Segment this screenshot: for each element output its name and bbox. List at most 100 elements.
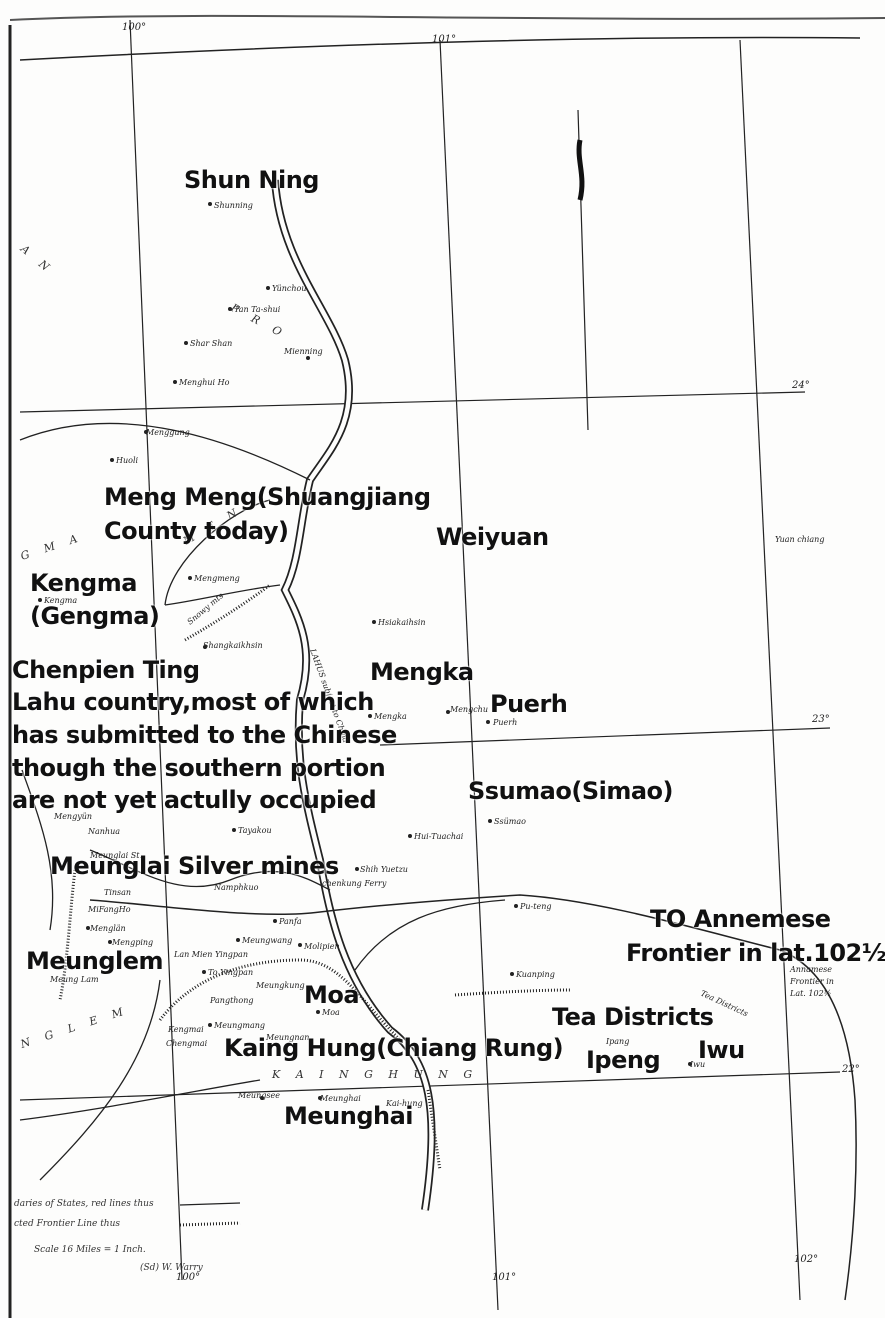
map-text-kengma: Kengma (43, 596, 77, 605)
overlay-iwu: Iwu (698, 1036, 745, 1064)
boundary-8 (39, 979, 161, 1181)
map-text-meunglai-small: Meunglai St. (89, 851, 142, 860)
lat-23-label: 23° (811, 714, 830, 725)
map-text-meungkung: Meungkung (255, 981, 305, 990)
map-text-chengmai: Chengmai (166, 1039, 208, 1048)
map-text-lanmien: Lan Mien Yingpan (173, 950, 248, 959)
meridian-100 (129, 19, 183, 1281)
overlay-chenpien-line5: are not yet actully occupied (12, 786, 377, 814)
legend-frontier: cted Frontier Line thus (14, 1219, 120, 1229)
map-text-meunglam: Meung Lam (49, 975, 99, 984)
legend-scale: Scale 16 Miles = 1 Inch. (34, 1245, 146, 1255)
map-text-ipang: Ipang (605, 1037, 629, 1046)
boundary-2 (164, 499, 271, 606)
map-text-annamese-3: Lat. 102½ (789, 989, 831, 998)
map-text-tinsan: Tinsan (104, 888, 131, 897)
parallel-24 (19, 391, 806, 413)
overlay-meunglem: Meunglem (26, 947, 164, 975)
overlay-meunghai: Meunghai (284, 1102, 414, 1130)
boundary-6 (89, 894, 857, 1301)
map-text-meunghai: Meunghai (319, 1094, 361, 1103)
boundary-5 (89, 849, 331, 891)
boundary-4 (21, 769, 54, 931)
map-text-meungmang: Meungmang (213, 1021, 265, 1030)
map-text-meungnan: Meungnan (265, 1033, 309, 1042)
map-text-mienning: Mienning (283, 347, 323, 356)
map-text-yuanchiang: Yuan chiang (775, 535, 824, 544)
overlay-chenpien-line1: Chenpien Ting (12, 656, 200, 684)
map-text-huoli: Huoli (115, 456, 139, 465)
map-text-huichachai: Hui-Tuachai (413, 832, 464, 841)
lon-102-label: 102° (794, 1254, 818, 1265)
overlay-chenpien-line2: Lahu country,most of which (12, 688, 374, 716)
map-text-namphkuo: Namphkuo (213, 883, 259, 892)
map-text-mengping: Mengping (111, 938, 153, 947)
frontier-line-2 (158, 958, 402, 1042)
map-text-yunchou: Yünchou (272, 284, 307, 293)
overlay-ipeng: Ipeng (586, 1046, 661, 1074)
top-edge (9, 14, 885, 21)
boundary-9 (19, 1079, 261, 1121)
meridian-102 (739, 39, 801, 1301)
ink-mark (576, 139, 585, 201)
map-text-annamese-1: Annamese (789, 965, 832, 974)
overlay-puerh: Puerh (490, 690, 568, 718)
overlay-kaing-hung: Kaing Hung(Chiang Rung) (224, 1034, 564, 1062)
map-text-hsiakaihsin: Hsiakaihsin (377, 618, 426, 627)
map-text-menglan: Menglän (89, 924, 126, 933)
overlay-meng-meng-line1: Meng Meng(Shuangjiang (104, 483, 431, 511)
map-text-pangthong: Pangthong (209, 996, 254, 1005)
map-text-mifangho: MiFangHo (87, 905, 131, 914)
map-text-puerh: Puerh (492, 718, 517, 727)
map-text-kaihung: Kai-hung (385, 1099, 423, 1108)
legend-boundary-sample (179, 1202, 241, 1206)
map-text-kuanping: Kuanping (515, 970, 555, 979)
legend-boundaries: daries of States, red lines thus (14, 1199, 154, 1209)
map-text-ssumao: Ssümao (494, 817, 526, 826)
overlay-moa: Moa (304, 981, 360, 1009)
map-text-menghuiho: Menghui Ho (178, 378, 230, 387)
map-text-panfa: Panfa (278, 917, 302, 926)
map-text-shar-shan: Shar Shan (190, 339, 232, 348)
map-text-tanta-shui: Tan Ta-shui (234, 305, 281, 314)
map-text-mengmeng: Mengmeng (193, 574, 240, 583)
lon-101-bottom-label: 101° (492, 1272, 516, 1283)
overlay-ssumao: Ssumao(Simao) (468, 777, 674, 805)
lon-101-top-label: 101° (432, 34, 456, 45)
lon-100-label: 100° (122, 22, 146, 33)
boundary-1 (19, 422, 311, 481)
overlay-mengka: Mengka (370, 658, 474, 686)
lat-24-label: 24° (791, 380, 810, 391)
overlay-chenpien-line4: though the southern portion (12, 754, 386, 782)
lon-100-bottom-label: 100° (176, 1272, 200, 1283)
overlay-meng-meng-line2: County today) (104, 517, 289, 545)
settlement-dots (38, 202, 692, 1100)
map-text-mengka: Mengka (373, 712, 407, 721)
meridian-101 (439, 39, 499, 1311)
mekong-river-inner (272, 179, 434, 1211)
overlay-annemese-line1: TO Annemese (650, 905, 831, 933)
overlay-kengma-line1: Kengma (30, 569, 137, 597)
overlay-weiyuan: Weiyuan (436, 523, 549, 551)
overlay-meunglai: Meunglai Silver mines (50, 852, 339, 880)
frontier-line-4 (454, 988, 571, 997)
map-text-shih-yuetzu: Shih Yuetzu (360, 865, 408, 874)
map-text-puteng: Pu-teng (519, 902, 551, 911)
map-text-tayakou: Tayakou (238, 826, 272, 835)
map-text-nanhua: Nanhua (87, 827, 120, 836)
lat-22-label: 22° (841, 1064, 860, 1075)
overlay-kengma-line2: (Gengma) (30, 602, 160, 630)
map-text-menggung: Menggung (145, 428, 190, 437)
region-an: A N (17, 242, 56, 278)
map-text-snowy-mts: Snowy mts (186, 591, 226, 626)
parallel-23 (379, 727, 831, 746)
map-text-chenkung-ferry: chenkung Ferry (322, 879, 387, 888)
overlay-annemese-line2: Frontier in lat.102½ (626, 939, 885, 967)
region-nglem: N G L E M (18, 1004, 130, 1052)
region-kainghung: K A I N G H U N G (271, 1068, 478, 1081)
legend-signed: (Sd) W. Warry (140, 1262, 204, 1273)
map-text-mengyun: Mengyün (53, 812, 92, 821)
map-text-toyingpan: To Yingpan (208, 968, 253, 977)
map-text-molipien: Molipien (303, 942, 340, 951)
